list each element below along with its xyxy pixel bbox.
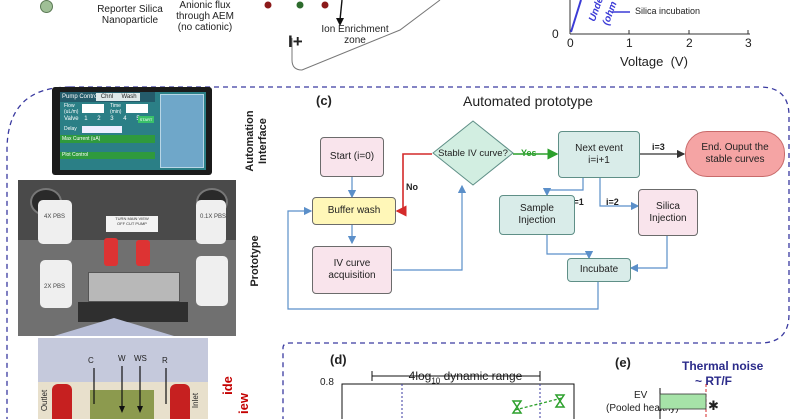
panel-c-letter: (c) xyxy=(316,93,332,108)
plot-control-header: Plot Control xyxy=(60,152,155,159)
i1-label: i=1 xyxy=(571,197,584,207)
sample-injection-node: Sample Injection xyxy=(499,195,575,235)
ion-dot xyxy=(296,1,304,9)
valve-row: Valve 1 2 3 4 5 xyxy=(64,116,140,122)
wash-label: Wash xyxy=(121,94,137,100)
ev-bar xyxy=(659,393,707,410)
time-input[interactable] xyxy=(126,104,148,113)
reservoir xyxy=(136,240,150,266)
range-sub: 10 xyxy=(431,376,441,386)
stable-label: Stable IV curve? xyxy=(438,148,508,159)
electrode-c-label: C xyxy=(88,356,94,365)
electrode-r-label: R xyxy=(162,356,168,365)
enrichment-label: Ion Enrichment zone xyxy=(321,24,389,46)
valve-option[interactable]: 5 xyxy=(136,116,139,122)
panel-d-letter: (d) xyxy=(330,352,347,367)
valve-option[interactable]: 1 xyxy=(84,116,88,122)
bottle-label: 4X PBS xyxy=(44,214,66,220)
flux-label: Anionic flux through AEM (no cationic) xyxy=(176,0,234,33)
ytick-0.8: 0.8 xyxy=(320,377,334,388)
panel-e-plot: ✱ xyxy=(659,384,719,419)
flow-label: Flow (uL/m) xyxy=(64,103,79,115)
base-plate xyxy=(78,302,188,322)
pump-control-label: Pump Control xyxy=(62,94,99,100)
membrane-diagram xyxy=(264,0,441,71)
end-node: End. Ouput the stable curves xyxy=(685,131,785,177)
reporter-icon xyxy=(40,0,53,13)
callout-trapezoid xyxy=(54,318,174,336)
bottle xyxy=(196,200,226,244)
yes-label: Yes xyxy=(521,148,537,158)
chip-photo: Outlet Inlet C W WS R xyxy=(38,338,208,419)
i2-label: i=2 xyxy=(606,197,619,207)
warning-sign: TURN MAIN VIEW OFF CUT PUMP xyxy=(106,216,158,232)
silica-curve xyxy=(570,0,582,33)
i3-label: i=3 xyxy=(652,142,665,152)
marker xyxy=(554,394,566,408)
iv-chart-fragment xyxy=(569,0,750,35)
buffer-wash-node: Buffer wash xyxy=(312,197,396,225)
xtick-label: 3 xyxy=(745,36,752,50)
no-label: No xyxy=(406,182,418,192)
time-label: Time (min) xyxy=(110,103,122,115)
channel-label: Chnl xyxy=(100,94,114,100)
bottle-label: 0.1X PBS xyxy=(200,214,227,220)
delay-label: Delay xyxy=(64,126,77,132)
plot-control-label: Plot Control xyxy=(62,152,89,158)
ion-dot xyxy=(321,1,329,9)
electrode-ws-label: WS xyxy=(134,354,147,363)
outlet-port xyxy=(52,384,72,419)
panel-d-plot xyxy=(341,371,575,419)
electrode-label: I+ xyxy=(288,32,303,51)
valve-label: Valve xyxy=(64,116,79,122)
ytick-label: 0 xyxy=(552,27,559,41)
xtick-label: 1 xyxy=(626,36,633,50)
xtick-label: 2 xyxy=(686,36,693,50)
bottle xyxy=(38,200,72,244)
plot-area xyxy=(160,94,204,168)
electrode-arrows xyxy=(93,366,167,413)
ev-label: EV xyxy=(634,390,648,401)
thermal-noise-label: Thermal noise xyxy=(682,359,764,373)
valve-option[interactable]: 2 xyxy=(97,116,101,122)
xtick-label: 0 xyxy=(567,36,574,50)
x-axis-label: Voltage (V) xyxy=(620,54,688,69)
start-node: Start (i=0) xyxy=(320,137,384,177)
bottle xyxy=(196,256,228,306)
panel-e-letter: (e) xyxy=(615,355,631,370)
incubate-node: Incubate xyxy=(567,258,631,282)
panel-c-title: Automated prototype xyxy=(463,93,593,109)
start-button[interactable]: START xyxy=(138,116,154,123)
pooled-label: (Pooled healthy) xyxy=(606,403,679,414)
valve-option[interactable]: 4 xyxy=(123,116,127,122)
silica-injection-node: Silica Injection xyxy=(638,189,698,236)
marker xyxy=(511,400,523,414)
bottle-label: 2X PBS xyxy=(44,284,66,290)
bottle xyxy=(40,260,72,308)
electrode-w-label: W xyxy=(118,354,126,363)
ion-dot xyxy=(264,1,272,9)
legend-label: Silica incubation xyxy=(635,6,701,16)
reporter-label: Reporter Silica Nanoparticle xyxy=(97,4,163,26)
stable-decision-node xyxy=(432,120,514,186)
flow-input[interactable] xyxy=(82,104,104,113)
tablet-photo: Pump Control Chnl Wash Flow (uL/m) Time … xyxy=(52,87,212,175)
delay-input[interactable] xyxy=(82,126,122,133)
inlet-port xyxy=(170,384,190,419)
rt-f-label: ~ RT/F xyxy=(695,374,733,388)
prototype-photo: 4X PBS 0.1X PBS 2X PBS TURN MAIN VIEW OF… xyxy=(18,180,236,336)
max-current-header: Max Current (uA) xyxy=(60,135,155,143)
iv-acquisition-node: IV curve acquisition xyxy=(312,246,392,294)
tablet-screen: Pump Control Chnl Wash Flow (uL/m) Time … xyxy=(60,92,206,170)
max-current-label: Max Current (uA) xyxy=(62,136,101,142)
flow-cell xyxy=(88,272,180,302)
reservoir xyxy=(104,238,118,266)
channel-button[interactable]: Chnl xyxy=(96,93,118,101)
wash-button[interactable]: Wash xyxy=(118,93,140,101)
next-event-node: Next event i=i+1 xyxy=(558,131,640,178)
valve-option[interactable]: 3 xyxy=(110,116,114,122)
ev-marker: ✱ xyxy=(708,398,719,413)
